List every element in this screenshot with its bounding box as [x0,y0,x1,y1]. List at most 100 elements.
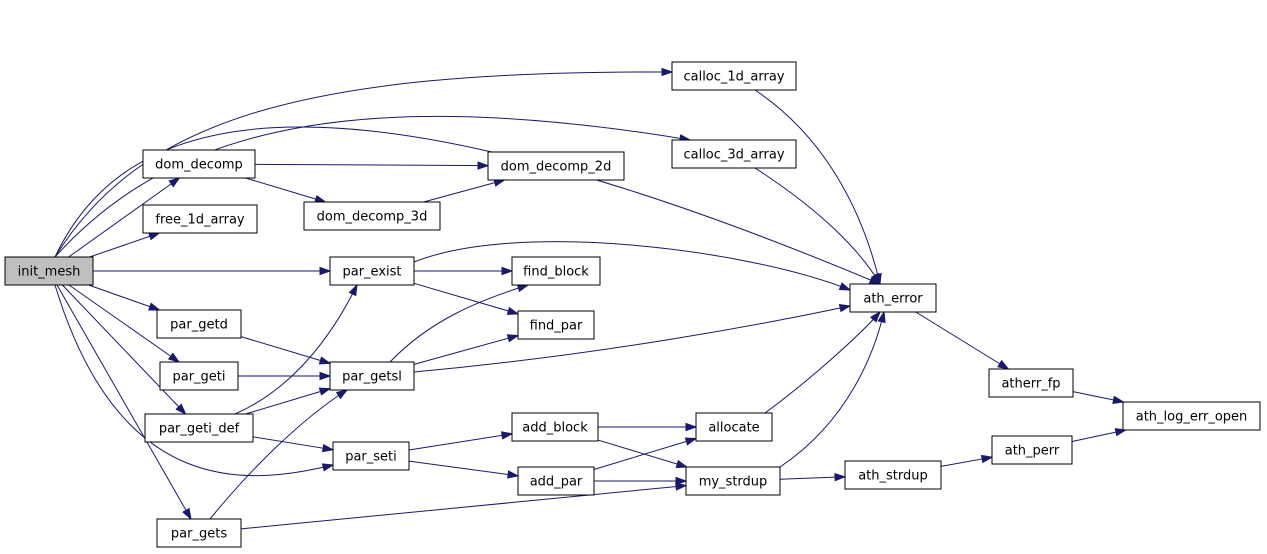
node-box[interactable] [685,466,781,496]
node-dom-decomp-2d[interactable]: dom_decomp_2d [487,151,625,181]
node-par-geti[interactable]: par_geti [159,361,239,391]
edge-par_exist-to-find_par [413,282,520,315]
edge-par_gets-to-my_strdup [240,482,688,530]
node-label: par_geti [172,370,225,385]
node-label: add_block [522,421,588,436]
node-label: atherr_fp [1001,377,1060,392]
edge-par_getsl-to-find_block [389,284,530,363]
edge-par_seti-to-add_block [408,431,514,451]
node-label: allocate [708,421,759,436]
node-label: ath_strdup [858,469,928,484]
node-ath-error[interactable]: ath_error [849,283,937,313]
node-box[interactable] [849,283,937,313]
node-label: calloc_3d_array [683,148,784,163]
node-label: init_mesh [18,265,81,280]
node-label: find_par [530,319,583,334]
node-label: par_seti [345,450,397,465]
node-label: my_strdup [699,475,768,490]
node-box[interactable] [159,361,239,391]
edge-init_mesh-to-par_geti_def [62,284,187,416]
node-par-getsl[interactable]: par_getsl [329,361,415,391]
node-label: dom_decomp_2d [501,160,612,175]
node-box[interactable] [517,466,595,496]
node-label: free_1d_array [155,213,245,228]
node-calloc-1d-array[interactable]: calloc_1d_array [671,61,797,91]
node-ath-strdup[interactable]: ath_strdup [844,460,942,490]
node-box[interactable] [156,518,242,548]
node-box[interactable] [671,139,797,169]
edge-par_geti_def-to-par_exist [234,283,358,415]
node-box[interactable] [142,149,256,179]
node-box[interactable] [511,412,599,442]
node-box[interactable] [695,412,773,442]
edge-my_strdup-to-ath_error [779,310,886,468]
edge-init_mesh-to-par_gets [56,284,192,521]
call-edges [54,67,1128,530]
node-box[interactable] [4,256,94,286]
node-label: par_getsl [342,370,402,385]
edge-par_geti-to-par_getsl [238,371,332,381]
node-box[interactable] [511,256,601,286]
edge-par_seti-to-add_par [408,460,520,479]
edge-init_mesh-to-free_1d_array [89,232,161,258]
node-calloc-3d-array[interactable]: calloc_3d_array [671,139,797,169]
node-box[interactable] [991,435,1073,465]
node-dom-decomp[interactable]: dom_decomp [142,149,256,179]
node-par-geti-def[interactable]: par_geti_def [144,413,254,443]
edge-add_block-to-allocate [598,422,698,432]
node-box[interactable] [329,361,415,391]
node-box[interactable] [1122,401,1261,431]
edge-init_mesh-to-calloc_1d_array [54,67,674,258]
edge-par_getsl-to-find_par [413,334,520,365]
edge-par_gets-to-par_getsl [209,389,349,520]
node-my-strdup[interactable]: my_strdup [685,466,781,496]
edge-init_mesh-to-par_seti [54,284,335,477]
node-par-gets[interactable]: par_gets [156,518,242,548]
node-allocate[interactable]: allocate [695,412,773,442]
node-label: ath_perr [1005,444,1060,459]
edge-par_getsl-to-ath_error [413,304,852,373]
node-box[interactable] [329,256,415,286]
node-box[interactable] [844,460,942,490]
edge-dom_decomp_3d-to-dom_decomp_2d [423,178,506,203]
node-box[interactable] [332,441,410,471]
node-find-block[interactable]: find_block [511,256,601,286]
node-label: ath_log_err_open [1136,410,1248,425]
node-ath-log-err-open[interactable]: ath_log_err_open [1122,401,1261,431]
node-box[interactable] [487,151,625,181]
node-box[interactable] [156,309,242,339]
node-box[interactable] [142,204,258,234]
node-par-seti[interactable]: par_seti [332,441,410,471]
node-box[interactable] [671,61,797,91]
edge-ath_strdup-to-ath_perr [940,454,994,467]
edge-par_geti_def-to-par_seti [252,436,335,453]
edge-calloc_1d_array-to-ath_error [754,89,882,286]
node-label: add_par [530,475,583,490]
node-find-par[interactable]: find_par [517,310,595,340]
node-atherr-fp[interactable]: atherr_fp [988,368,1074,398]
node-par-exist[interactable]: par_exist [329,256,415,286]
node-par-getd[interactable]: par_getd [156,309,242,339]
node-box[interactable] [517,310,595,340]
node-init-mesh[interactable]: init_mesh [4,256,94,286]
edge-add_block-to-my_strdup [597,439,689,468]
function-nodes: init_mesh ath_error calloc_1d_array calloc_… [4,61,1261,548]
node-label: par_gets [171,527,227,542]
node-box[interactable] [988,368,1074,398]
node-dom-decomp-3d[interactable]: dom_decomp_3d [303,201,441,231]
edge-dom_decomp-to-dom_decomp_3d [245,177,327,204]
edge-calloc_3d_array-to-ath_error [754,167,881,286]
node-box[interactable] [144,413,254,443]
node-add-par[interactable]: add_par [517,466,595,496]
edge-par_getd-to-par_getsl [240,336,332,365]
edge-ath_error-to-atherr_fp [915,311,1010,370]
node-add-block[interactable]: add_block [511,412,599,442]
node-free-1d-array[interactable]: free_1d_array [142,204,258,234]
edge-par_exist-to-ath_error [413,241,852,291]
edge-dom_decomp-to-dom_decomp_2d [254,161,490,170]
node-ath-perr[interactable]: ath_perr [991,435,1073,465]
node-box[interactable] [303,201,441,231]
edge-init_mesh-to-dom_decomp [68,177,181,258]
node-label: dom_decomp [155,158,243,173]
